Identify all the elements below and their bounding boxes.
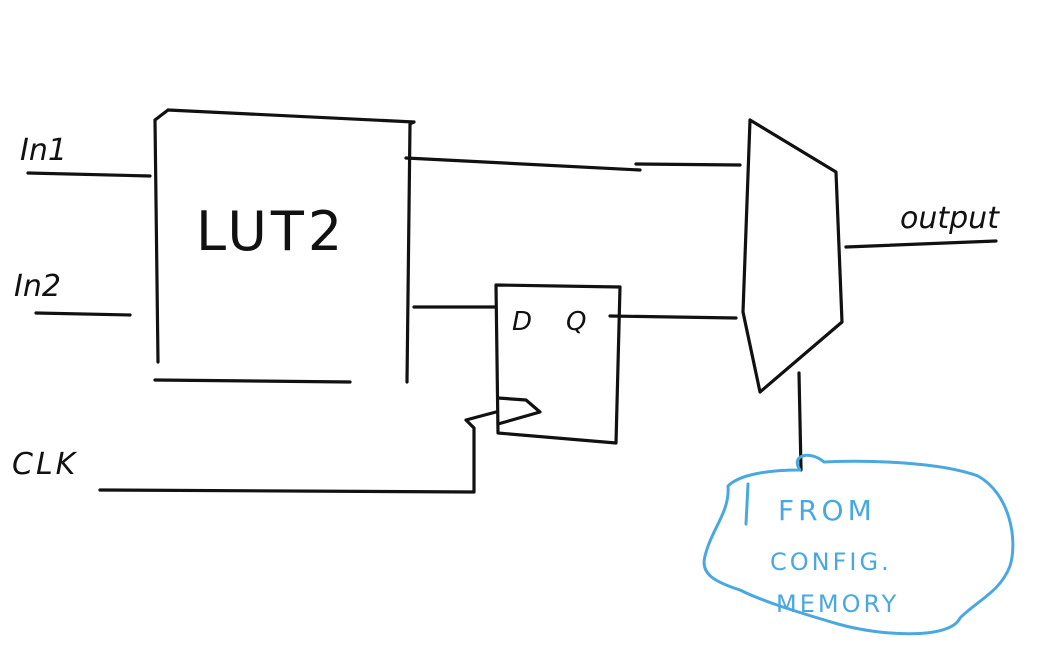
lut-label: LUT2 [196,200,346,263]
config-note-line1: FROM [778,494,876,527]
flipflop-box [494,283,622,445]
in2-label: In2 [14,269,61,304]
ff-d-label: D [512,307,532,337]
output-label: output [900,201,1000,236]
q-to-mux-wire [608,314,738,320]
config-note-line2: CONFIG. [770,548,892,576]
in1-label: In1 [20,133,67,168]
mux-output-wire [844,239,998,249]
mux-select-wire [797,371,803,472]
in1-wire [26,171,152,178]
ff-q-label: Q [566,307,586,337]
clk-label: CLK [12,447,78,482]
lut-box [153,108,416,384]
lut-to-mux-wire [404,156,742,172]
clock-triangle [496,396,542,426]
clk-wire [98,410,498,494]
config-note-line3: MEMORY [776,590,899,618]
mux-shape [741,118,844,394]
cloud-marker-stroke [744,482,750,526]
config-memory-cloud [702,453,1015,636]
in2-wire [34,311,132,317]
